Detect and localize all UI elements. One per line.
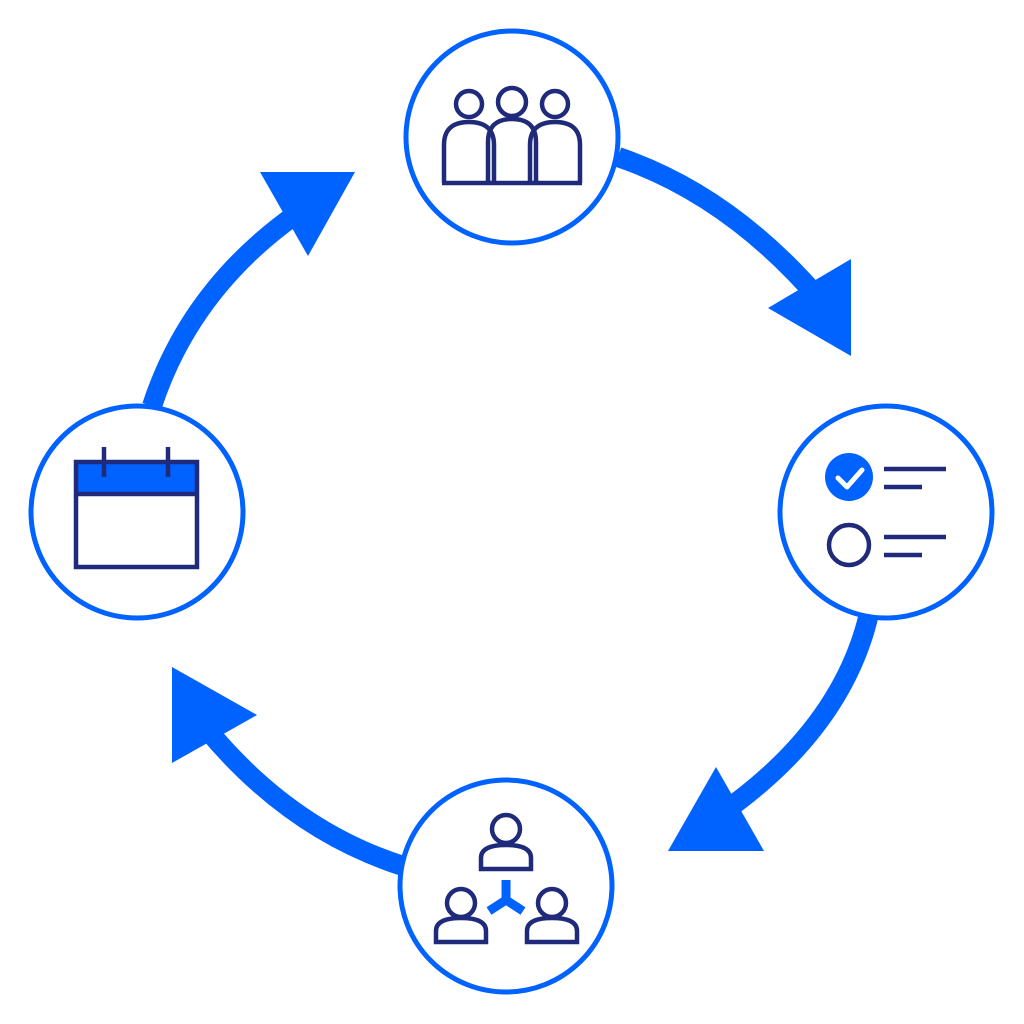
arrow-right-to-bottom (668, 615, 878, 851)
arrowhead-top-icon (260, 172, 355, 256)
arrowhead-left-icon (172, 667, 257, 763)
arrowhead-bottom-icon (668, 767, 764, 851)
node-checklist (777, 403, 995, 621)
connector-icon (486, 880, 526, 915)
team-group-icon (441, 85, 583, 186)
node-calendar (28, 403, 246, 621)
network-people-icon (433, 812, 580, 945)
arrow-bottom-to-left (172, 667, 407, 876)
unchecked-circle-icon (826, 522, 872, 568)
arrow-left-to-top (142, 172, 355, 410)
checklist-icon (825, 453, 946, 568)
node-network (397, 777, 615, 995)
node-team (403, 28, 621, 246)
calendar-icon (73, 447, 200, 570)
checked-circle-icon (825, 453, 873, 501)
checkmark-icon (835, 467, 865, 490)
arrowhead-right-icon (768, 259, 851, 356)
arrow-top-to-right (614, 147, 851, 356)
